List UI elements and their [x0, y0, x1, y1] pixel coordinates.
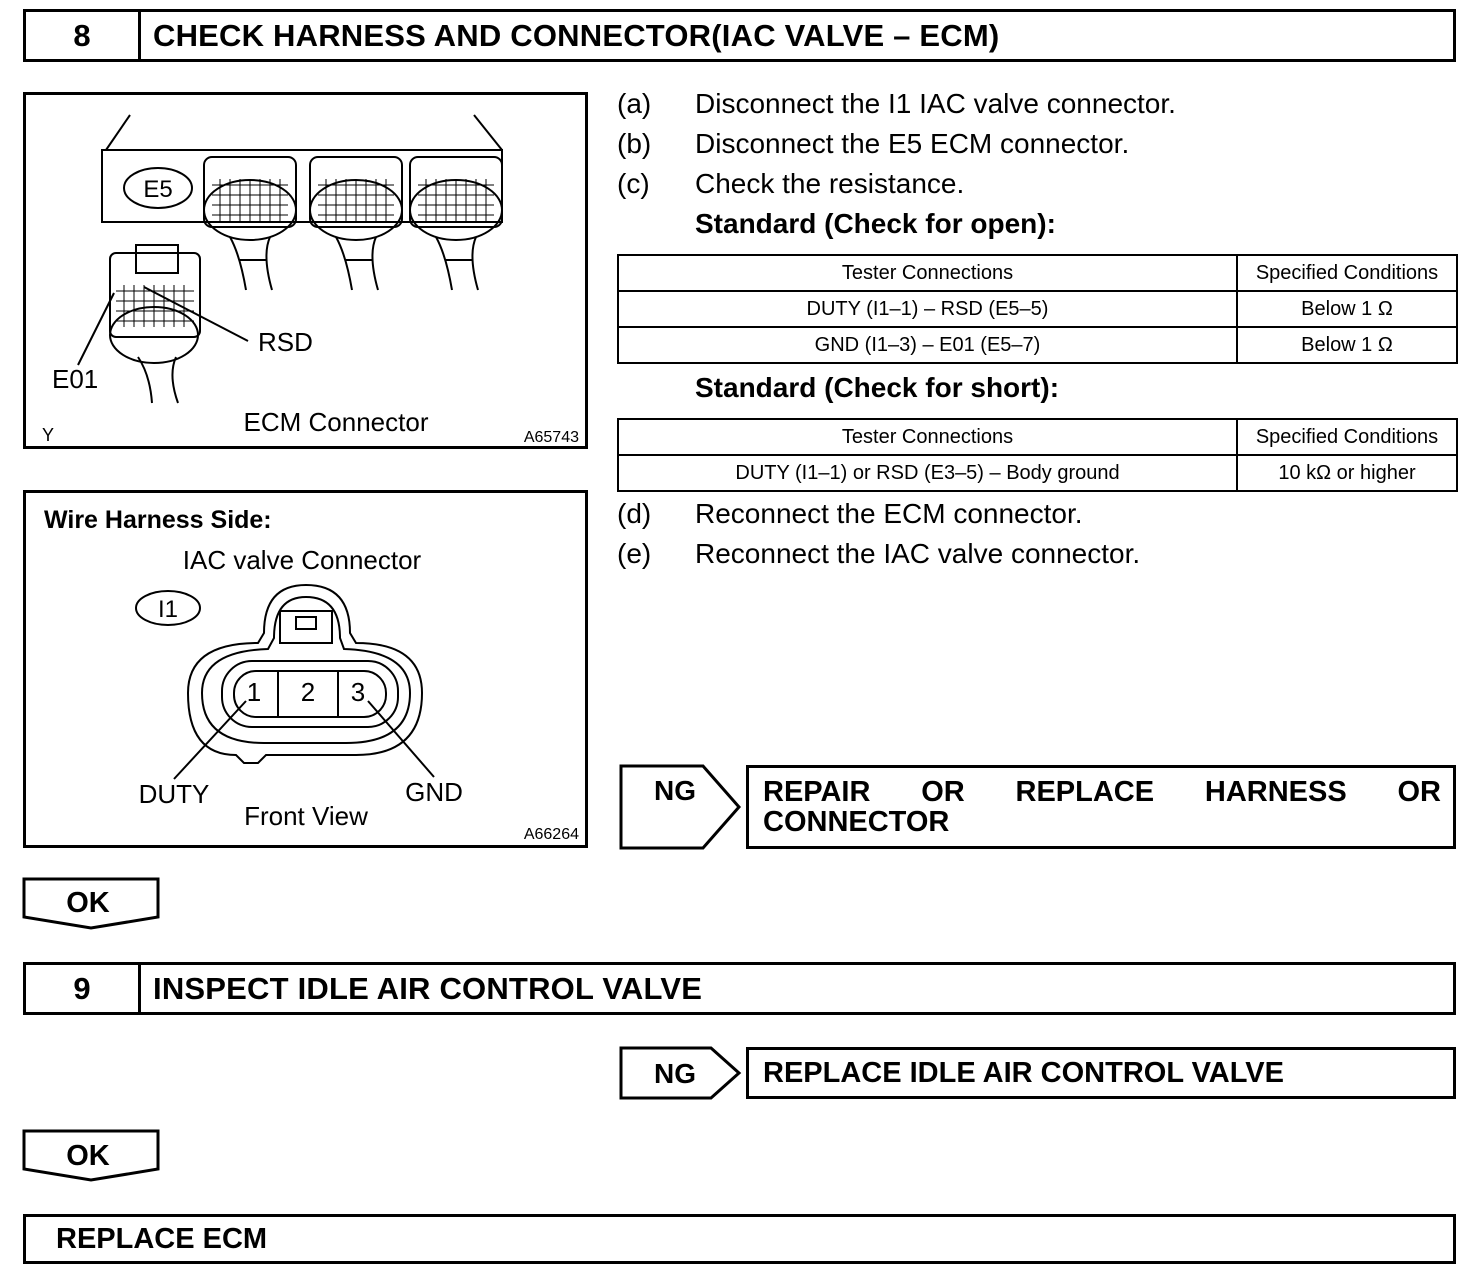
gnd-label: GND [405, 777, 463, 807]
table-header: Tester Connections [617, 418, 1238, 456]
standard-open-table: Tester Connections Specified Conditions … [617, 254, 1458, 364]
corner-mark: Y [42, 425, 54, 445]
table-row: DUTY (I1–1) or RSD (E3–5) – Body ground … [617, 454, 1458, 492]
ng-result-box: REPAIR OR REPLACE HARNESS OR CONNECTOR [746, 765, 1456, 849]
rsd-label: RSD [258, 327, 313, 357]
ng-label: NG [654, 775, 696, 806]
ng-result-line1: REPAIR OR REPLACE HARNESS OR [763, 776, 1441, 809]
ecm-connector-figure: E5 RSD E01 ECM Connector Y A65743 [23, 92, 588, 449]
duty-label: DUTY [139, 779, 210, 809]
table-cell: DUTY (I1–1) – RSD (E5–5) [617, 290, 1238, 328]
table-row: GND (I1–3) – E01 (E5–7) Below 1 Ω [617, 326, 1458, 364]
iac-connector-subheading: IAC valve Connector [183, 545, 422, 575]
table-row: DUTY (I1–1) – RSD (E5–5) Below 1 Ω [617, 290, 1458, 328]
table-cell: DUTY (I1–1) or RSD (E3–5) – Body ground [617, 454, 1238, 492]
instruction-text: Disconnect the I1 IAC valve connector. [695, 88, 1176, 119]
ng-arrow: NG [619, 1046, 742, 1100]
figure-caption: ECM Connector [244, 407, 429, 437]
ng-result-word: OR [921, 776, 965, 808]
ng-result-word: REPAIR [763, 776, 871, 808]
ng-result-word: REPLACE [1015, 776, 1155, 808]
step-9-header: 9 INSPECT IDLE AIR CONTROL VALVE [23, 962, 1456, 1015]
instruction-label: (e) [617, 538, 652, 569]
iac-connector-figure: Wire Harness Side: IAC valve Connector I… [23, 490, 588, 848]
i1-connector-tag: I1 [158, 596, 178, 623]
ng-result-word: HARNESS [1204, 776, 1347, 808]
standard-short-table: Tester Connections Specified Conditions … [617, 418, 1458, 492]
instruction-text: Reconnect the IAC valve connector. [695, 538, 1141, 569]
ok-label: OK [66, 1140, 110, 1172]
ok-arrow: OK [22, 877, 160, 930]
pin-3: 3 [351, 677, 365, 707]
table-cell: Below 1 Ω [1236, 290, 1458, 328]
e5-connector-tag: E5 [143, 176, 172, 203]
table-cell: 10 kΩ or higher [1236, 454, 1458, 492]
final-result-box: REPLACE ECM [23, 1214, 1456, 1264]
step-8-header: 8 CHECK HARNESS AND CONNECTOR(IAC VALVE … [23, 9, 1456, 62]
step-title: CHECK HARNESS AND CONNECTOR(IAC VALVE – … [153, 17, 1000, 53]
figure-id: A65743 [524, 429, 579, 446]
ng-arrow: NG [619, 764, 741, 850]
instruction-label: (b) [617, 128, 652, 159]
ng-result-line2: CONNECTOR [763, 806, 950, 838]
instruction-text: Reconnect the ECM connector. [695, 498, 1083, 529]
ng-result-text: REPLACE IDLE AIR CONTROL VALVE [763, 1056, 1284, 1089]
table-header-row: Tester Connections Specified Conditions [617, 418, 1458, 456]
final-result-text: REPLACE ECM [56, 1222, 268, 1255]
table-header: Specified Conditions [1236, 254, 1458, 292]
figure-id: A66264 [524, 826, 579, 843]
ecm-connector-drawing: E5 RSD E01 ECM Connector Y A65743 [42, 114, 579, 446]
iac-connector-drawing: Wire Harness Side: IAC valve Connector I… [44, 506, 579, 843]
instruction-text: Check the resistance. [695, 168, 965, 199]
table-header: Tester Connections [617, 254, 1238, 292]
step-number: 9 [26, 965, 141, 1012]
step-title: INSPECT IDLE AIR CONTROL VALVE [153, 970, 703, 1006]
e01-label: E01 [52, 364, 98, 394]
front-view-caption: Front View [244, 801, 368, 831]
ok-arrow: OK [22, 1129, 160, 1182]
ng-label: NG [654, 1058, 696, 1089]
instruction-label: (c) [617, 168, 650, 199]
table-cell: Below 1 Ω [1236, 326, 1458, 364]
table-header: Specified Conditions [1236, 418, 1458, 456]
wire-harness-heading: Wire Harness Side: [44, 506, 272, 534]
standard-short-heading: Standard (Check for short): [695, 372, 1060, 403]
standard-open-heading: Standard (Check for open): [695, 208, 1056, 239]
instruction-label: (a) [617, 88, 652, 119]
ok-label: OK [66, 887, 110, 919]
pin-2: 2 [301, 677, 315, 707]
table-header-row: Tester Connections Specified Conditions [617, 254, 1458, 292]
instruction-text: Disconnect the E5 ECM connector. [695, 128, 1130, 159]
instruction-label: (d) [617, 498, 652, 529]
table-cell: GND (I1–3) – E01 (E5–7) [617, 326, 1238, 364]
ng-result-box: REPLACE IDLE AIR CONTROL VALVE [746, 1047, 1456, 1099]
pin-1: 1 [247, 677, 261, 707]
step-number: 8 [26, 12, 141, 59]
ng-result-word: OR [1397, 776, 1442, 808]
